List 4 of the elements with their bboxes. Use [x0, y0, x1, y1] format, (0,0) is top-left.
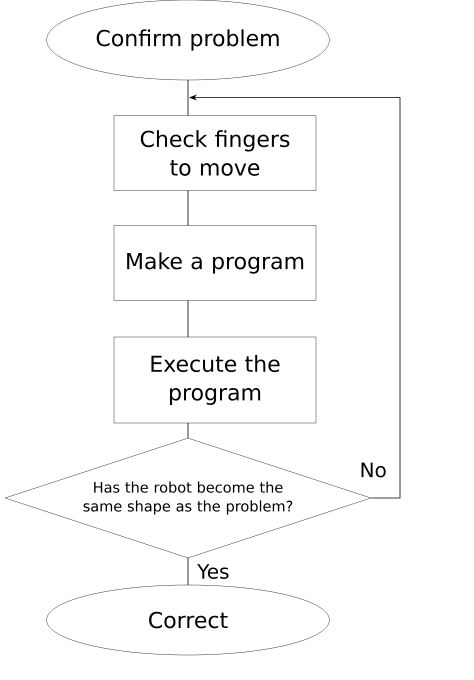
edge-label: Yes: [196, 563, 230, 580]
process-box: Execute the program: [114, 336, 316, 424]
process-box: Make a program: [114, 225, 316, 301]
process-box: Check fingers to move: [114, 115, 316, 191]
